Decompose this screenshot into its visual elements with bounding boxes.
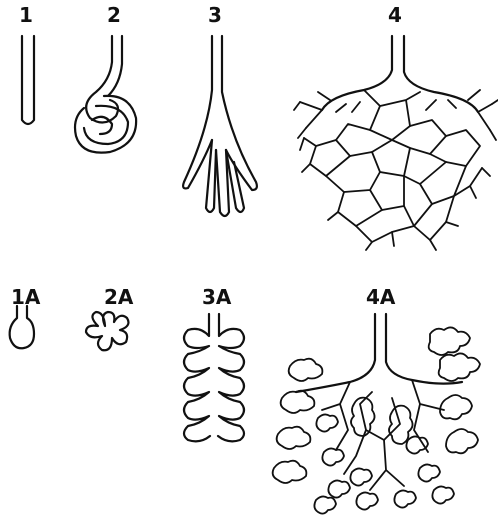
label-fig1: 1 — [19, 3, 33, 27]
compound-tubular-gland — [294, 36, 498, 250]
label-fig4: 4 — [388, 3, 402, 27]
label-fig1a: 1A — [11, 285, 41, 309]
label-fig2: 2 — [107, 3, 121, 27]
label-fig3: 3 — [208, 3, 222, 27]
compound-alveolar-gland — [273, 314, 480, 514]
label-fig2a: 2A — [104, 285, 134, 309]
label-fig3a: 3A — [202, 285, 232, 309]
coiled-tubular-gland — [75, 36, 136, 153]
branched-alveolar-gland — [86, 312, 128, 350]
simple-tubular-gland — [22, 36, 34, 124]
label-fig4a: 4A — [366, 285, 396, 309]
branched-tubular-gland — [183, 36, 257, 216]
simple-alveolar-gland — [10, 306, 34, 348]
lobulated-alveolar-gland — [184, 314, 244, 441]
